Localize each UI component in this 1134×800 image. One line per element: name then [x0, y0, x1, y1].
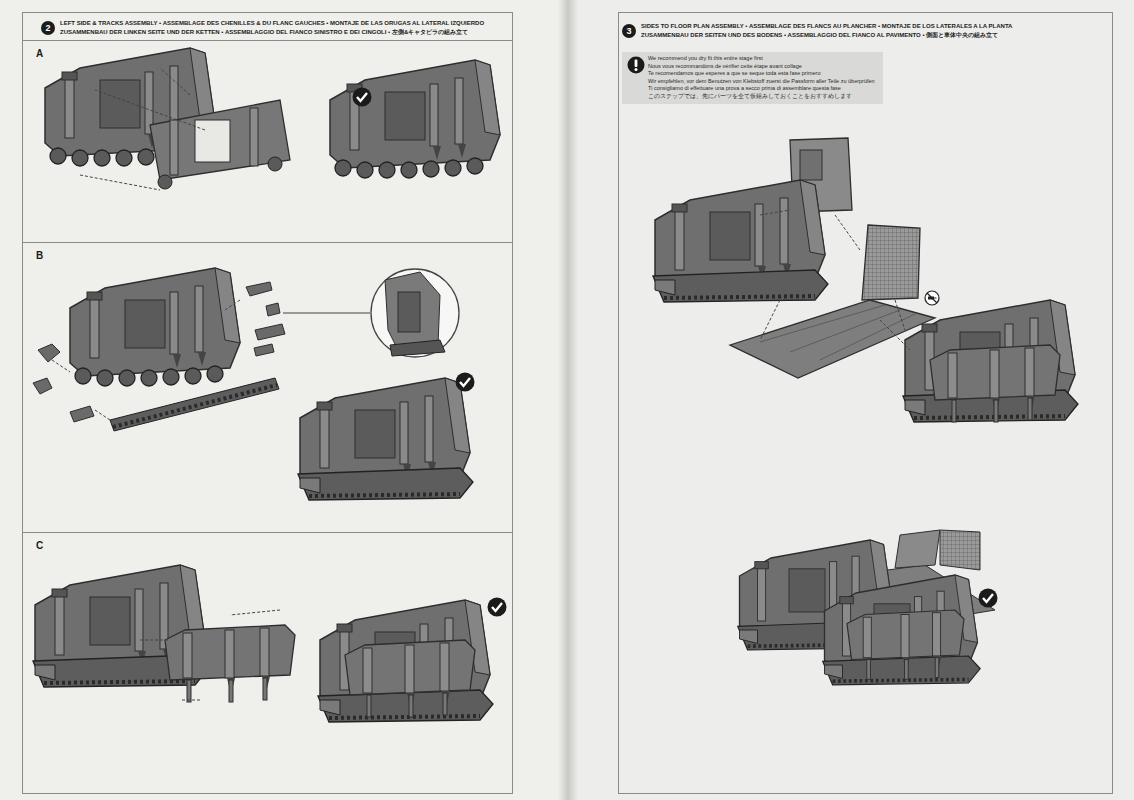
sub-step-panel: B	[22, 242, 513, 532]
left-page	[0, 0, 567, 800]
note-box: We recommend you dry fit this entire sta…	[622, 52, 883, 104]
note-text: このステップでは、先にパーツを全て仮組みしておくことをおすすめします	[648, 93, 875, 101]
step-heading: LEFT SIDE & TRACKS ASSEMBLY • ASSEMBLAGE…	[60, 19, 484, 27]
note-text: Nous vous recommandons de vérifier cette…	[648, 63, 875, 71]
note-text: Wir empfehlen, vor dem Benutzen von Kleb…	[648, 78, 875, 86]
page-fold	[558, 0, 578, 800]
page-frame	[619, 13, 1113, 794]
no-glue-icon	[925, 291, 939, 305]
step-number: 3	[622, 24, 636, 38]
sub-step-letter: C	[36, 540, 43, 551]
note-text: We recommend you dry fit this entire sta…	[648, 55, 875, 63]
step-3-art	[653, 138, 1078, 685]
step-number: 2	[41, 21, 55, 35]
right-page	[567, 0, 1134, 800]
step-a-art	[45, 48, 500, 190]
step-heading: ZUSAMMENBAU DER SEITEN UND DES BODENS • …	[641, 31, 998, 39]
step-heading: ZUSAMMENBAU DER LINKEN SEITE UND DER KET…	[60, 28, 468, 36]
step-number-text: 3	[626, 26, 631, 36]
page-frame	[23, 13, 513, 794]
note-text: Te recomendamos que esperes a que se seq…	[648, 70, 875, 78]
sub-step-panel: C	[22, 532, 513, 793]
step-b-art	[33, 268, 475, 500]
step-heading: SIDES TO FLOOR PLAN ASSEMBLY • ASSEMBLAG…	[641, 22, 1012, 30]
sub-step-letter: A	[36, 48, 43, 59]
sub-step-letter: B	[36, 250, 43, 261]
warning-icon	[627, 56, 645, 74]
step-number-text: 2	[45, 23, 50, 33]
note-text: Ti consigliamo di effettuare una prova a…	[648, 85, 875, 93]
step-c-art	[33, 565, 507, 722]
sub-step-panel: A	[22, 40, 513, 242]
